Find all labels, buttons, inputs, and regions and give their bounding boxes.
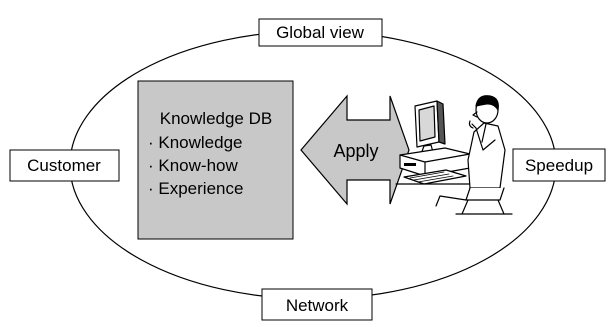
- node-box: [9, 149, 120, 182]
- node-label: Speedup: [525, 156, 593, 175]
- node-label: Customer: [27, 156, 101, 175]
- knowledge-db-item: · Experience: [148, 179, 243, 198]
- knowledge-db-box: Knowledge DB · Knowledge · Know-how · Ex…: [137, 80, 294, 240]
- node-box: [261, 288, 373, 321]
- node-left: Customer: [9, 149, 120, 182]
- apply-arrow-label: Apply: [333, 141, 378, 161]
- node-bottom: Network: [261, 288, 373, 321]
- person-at-computer-icon: [395, 95, 513, 215]
- apply-arrow-shape: [300, 94, 410, 206]
- node-label: Network: [286, 296, 349, 315]
- knowledge-db-title: Knowledge DB: [160, 109, 272, 128]
- knowledge-db-item: · Knowledge: [148, 133, 243, 152]
- node-box: [258, 18, 383, 47]
- node-label: Global view: [276, 23, 365, 42]
- knowledge-db-item: · Know-how: [148, 156, 238, 175]
- knowledge-db-rect: [137, 80, 294, 240]
- node-right: Speedup: [512, 148, 606, 182]
- apply-arrow: Apply: [300, 94, 410, 206]
- node-top: Global view: [258, 18, 383, 47]
- node-box: [512, 148, 606, 182]
